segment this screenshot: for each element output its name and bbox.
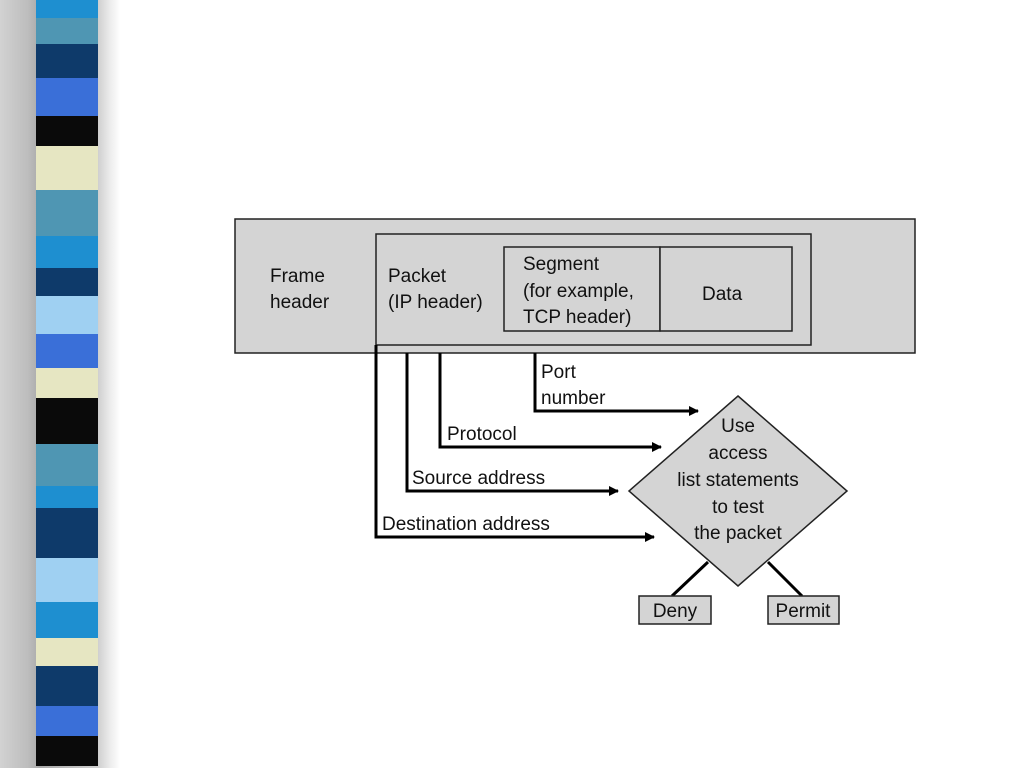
decision-label-line3: list statements (677, 470, 798, 491)
decor-band (36, 736, 98, 766)
decor-band (36, 190, 98, 236)
decor-band (36, 706, 98, 736)
decor-band (36, 116, 98, 146)
decor-band (36, 638, 98, 666)
decision-label-line4: to test (712, 497, 764, 518)
segment-label-line1: Segment (523, 254, 600, 275)
source-address-arrow (405, 353, 619, 496)
decision-label-line1: Use (721, 416, 755, 437)
decor-band (36, 334, 98, 368)
decor-band (36, 486, 98, 508)
permit-label: Permit (776, 601, 832, 622)
data-box (659, 246, 793, 332)
decor-band (36, 666, 98, 706)
frame-header-label-line2: header (270, 292, 330, 313)
permit-box (767, 595, 840, 625)
port-label-line2: number (541, 388, 606, 409)
port-number-arrow (533, 353, 699, 416)
decorative-stripe-bar (36, 0, 98, 768)
decor-band (36, 78, 98, 116)
decor-band (36, 44, 98, 78)
decision-diamond (627, 395, 849, 587)
deny-label: Deny (653, 601, 698, 622)
protocol-arrow (438, 353, 662, 452)
segment-label-line3: TCP header) (523, 307, 631, 328)
packet-label-line2: (IP header) (388, 292, 483, 313)
decor-band (36, 296, 98, 334)
decor-band (36, 18, 98, 44)
port-label-line1: Port (541, 362, 577, 383)
decor-band (36, 558, 98, 602)
decision-label-line5: the packet (694, 523, 782, 544)
decor-band (36, 602, 98, 638)
decor-band (36, 398, 98, 444)
decor-band (36, 368, 98, 398)
decision-label-line2: access (708, 443, 767, 464)
frame-header-label-line1: Frame (270, 266, 325, 287)
destination-address-label: Destination address (382, 514, 550, 535)
decor-band (36, 236, 98, 268)
decor-band (36, 0, 98, 18)
decor-band (36, 444, 98, 486)
decor-band (36, 508, 98, 558)
permit-connector (766, 560, 804, 598)
destination-address-arrow (374, 345, 655, 542)
segment-box (503, 246, 661, 332)
segment-label-line2: (for example, (523, 281, 634, 302)
deny-box (638, 595, 712, 625)
decor-band (36, 268, 98, 296)
deny-connector (670, 560, 710, 598)
packet-label-line1: Packet (388, 266, 447, 287)
decor-band (36, 146, 98, 190)
protocol-label: Protocol (447, 424, 517, 445)
source-address-label: Source address (412, 468, 545, 489)
data-label: Data (702, 284, 743, 305)
